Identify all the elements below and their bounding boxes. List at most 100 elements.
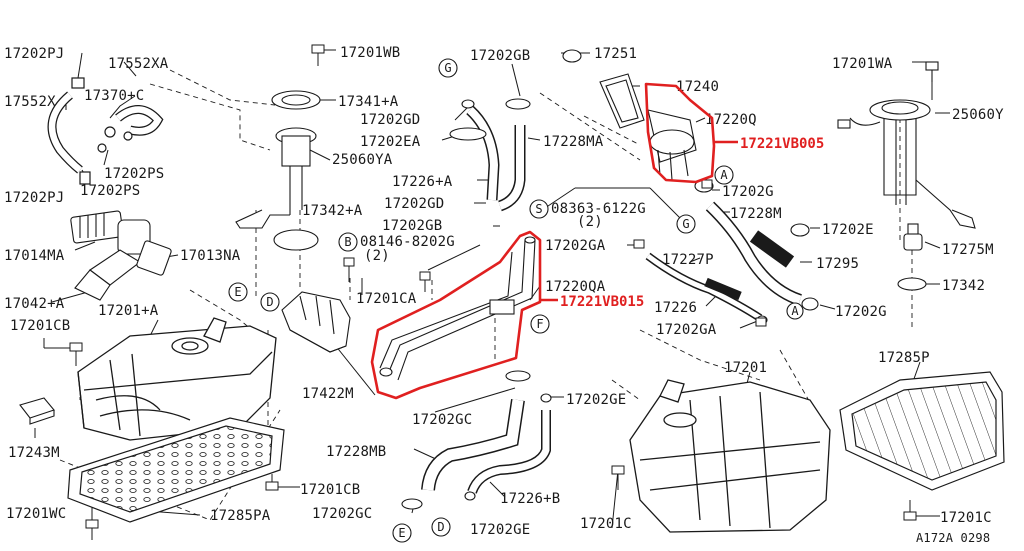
part-label: 17243M <box>8 445 60 461</box>
part-label: 17201WA <box>832 56 893 72</box>
diagram-code: A172A 0298 <box>916 531 990 545</box>
skid-plate-17285P <box>839 371 1005 491</box>
ref-e-top: E <box>228 282 248 302</box>
part-label: 17013NA <box>180 248 241 264</box>
part-label: 17226 <box>654 300 697 316</box>
heat-shield-small <box>281 291 351 353</box>
ref-letter: D <box>437 520 444 534</box>
part-label: 17202GC <box>312 506 372 522</box>
part-label: 17202EA <box>360 134 421 150</box>
ref-letter: G <box>682 217 689 231</box>
ref-d-bottom: D <box>431 517 451 537</box>
hose-17228MB <box>401 370 552 510</box>
part-label: 17370+C <box>84 88 144 104</box>
part-label: 25060Y <box>952 107 1004 123</box>
part-label: 17014MA <box>4 248 65 264</box>
part-label: 17202GB <box>382 218 442 234</box>
part-label: 17227P <box>662 252 714 268</box>
ref-letter: B <box>344 235 351 249</box>
fuel-tank-17201 <box>629 379 831 533</box>
part-label: 17202PJ <box>4 46 64 62</box>
callout-17221VB005: 17221VB005 <box>740 136 824 152</box>
part-label: 17202GA <box>656 322 717 338</box>
part-label: 17042+A <box>4 296 65 312</box>
ref-letter: S <box>535 202 542 216</box>
reference-letters: G G A S B E D F A E D <box>228 58 804 543</box>
part-label: 17202GD <box>384 196 444 212</box>
part-label: 17552XA <box>108 56 169 72</box>
ref-b: B <box>338 232 358 252</box>
skid-plate-left <box>67 417 285 523</box>
highlight-annotations <box>370 82 738 400</box>
part-label: 17275M <box>942 242 994 258</box>
part-label: 17202PS <box>80 183 140 199</box>
part-label: 08363-6122G <box>551 201 646 217</box>
part-label: 17202GB <box>470 48 530 64</box>
ref-letter: F <box>536 317 543 331</box>
part-label: 17285P <box>878 350 930 366</box>
part-label: 17201CB <box>10 318 70 334</box>
fuel-pump-assembly-left <box>70 210 172 301</box>
highlight-labels: 17221VB005 17221VB015 <box>560 136 824 310</box>
pad-17243M <box>19 397 55 425</box>
part-label: 17341+A <box>338 94 399 110</box>
part-label: 17552X <box>4 94 56 110</box>
part-label: 17201C <box>580 516 632 532</box>
callout-17221VB015: 17221VB015 <box>560 294 644 310</box>
part-label: 17202GD <box>360 112 420 128</box>
ref-g-top: G <box>438 58 458 78</box>
ref-g-mid: G <box>676 214 696 234</box>
part-label: 17202GA <box>545 238 606 254</box>
part-label: (2) <box>364 248 390 264</box>
ref-a-bottom: A <box>786 302 804 320</box>
sender-unit-25060YA <box>235 90 321 251</box>
part-label: 17228M <box>730 206 782 222</box>
part-label: 17201WC <box>6 506 66 522</box>
part-label: 17285PA <box>210 508 271 524</box>
valve-17275M <box>897 223 927 291</box>
part-label: 17201CA <box>356 291 417 307</box>
ref-e-bottom: E <box>392 523 412 543</box>
part-label: 17202PJ <box>4 190 64 206</box>
part-label: 25060YA <box>332 152 393 168</box>
part-label: 17220Q <box>705 112 757 128</box>
part-labels: 17202PJ 17552XA 17552X 17370+C 17202PS 1… <box>4 45 1004 545</box>
part-label: 17251 <box>594 46 637 62</box>
part-label: 17422M <box>302 386 354 402</box>
part-label: 17201+A <box>98 303 159 319</box>
part-label: 17342 <box>942 278 985 294</box>
part-label: 17201CB <box>300 482 360 498</box>
bolt-icons-left <box>69 44 431 540</box>
part-label: 17226+A <box>392 174 453 190</box>
part-label: 17201C <box>940 510 992 526</box>
part-label: 17202GE <box>566 392 626 408</box>
filler-neck-17220Q <box>562 49 697 181</box>
part-label: 17240 <box>676 79 719 95</box>
part-label: 08146-8202G <box>360 234 455 250</box>
ref-a-top: A <box>714 165 734 185</box>
part-label: 17202GC <box>412 412 472 428</box>
part-label: 17220QA <box>545 279 606 295</box>
bolt-icons-right <box>611 179 917 521</box>
part-label: 17228MB <box>326 444 386 460</box>
part-label: 17228MA <box>543 134 604 150</box>
ref-letter: E <box>398 526 405 540</box>
ref-d-top: D <box>260 292 280 312</box>
ref-letter: G <box>444 61 451 75</box>
part-label: 17201WB <box>340 45 400 61</box>
ref-letter: A <box>720 168 728 182</box>
ref-letter: E <box>234 285 241 299</box>
ref-letter: A <box>791 304 799 318</box>
part-label: 17202PS <box>104 166 164 182</box>
part-label: 17202G <box>722 184 774 200</box>
part-label: 17201 <box>724 360 767 376</box>
left-filler-hose <box>47 77 164 185</box>
ref-s: S <box>529 199 549 219</box>
ref-f: F <box>530 314 550 334</box>
part-label: 17202E <box>822 222 874 238</box>
hose-17228M <box>645 179 819 325</box>
hose-17226A <box>449 98 531 212</box>
highlight-outline-filler-pipe <box>370 230 542 400</box>
leader-lines <box>34 49 950 529</box>
